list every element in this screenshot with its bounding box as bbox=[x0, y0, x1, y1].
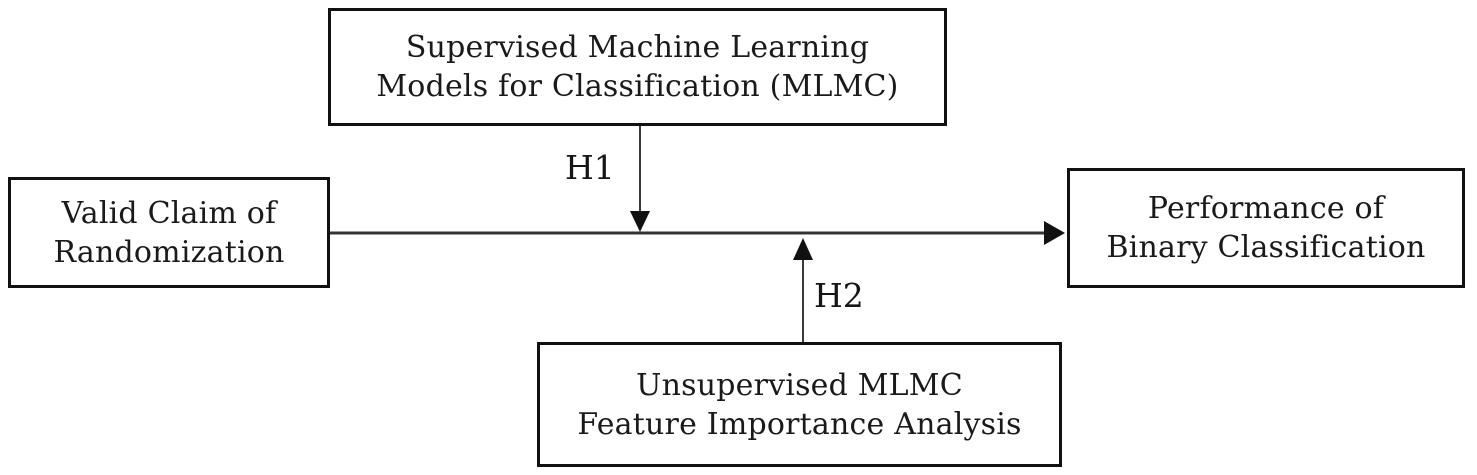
edge-label-h1: H1 bbox=[565, 148, 615, 187]
node-unsupervised-mlmc: Unsupervised MLMC Feature Importance Ana… bbox=[537, 342, 1062, 467]
node-valid-claim: Valid Claim of Randomization bbox=[8, 177, 330, 288]
node-supervised-mlmc: Supervised Machine Learning Models for C… bbox=[328, 8, 947, 126]
node-unsupervised-mlmc-line1: Unsupervised MLMC bbox=[636, 367, 963, 403]
node-supervised-mlmc-line1: Supervised Machine Learning bbox=[405, 30, 870, 65]
h2-arrowhead-up-icon bbox=[793, 238, 813, 260]
node-performance-line1: Performance of bbox=[1147, 191, 1385, 226]
node-supervised-mlmc-line2: Models for Classification (MLMC) bbox=[376, 69, 899, 104]
edge-label-h2: H2 bbox=[814, 276, 864, 315]
h1-arrowhead-down-icon bbox=[630, 211, 650, 232]
node-valid-claim-line2: Randomization bbox=[53, 234, 285, 270]
main-arrowhead-right-icon bbox=[1044, 221, 1065, 245]
node-unsupervised-mlmc-line2: Feature Importance Analysis bbox=[577, 406, 1022, 442]
node-valid-claim-line1: Valid Claim of bbox=[61, 195, 277, 231]
node-performance-line2: Binary Classification bbox=[1106, 230, 1426, 265]
node-performance: Performance of Binary Classification bbox=[1067, 168, 1465, 288]
